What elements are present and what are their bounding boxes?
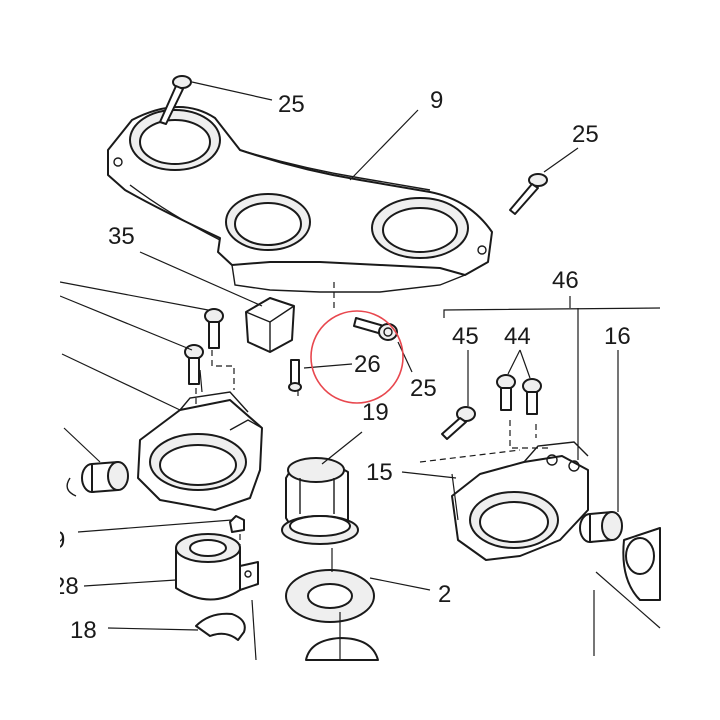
bracket-46 xyxy=(443,307,661,318)
callout-19: 19 xyxy=(362,399,389,426)
callout-25-highlight: 25 xyxy=(410,375,437,402)
callout-9: 9 xyxy=(430,87,443,114)
sleeve-28 xyxy=(175,533,259,601)
left-edge-crop xyxy=(0,0,60,720)
block-35 xyxy=(245,297,295,353)
callout-25-right: 25 xyxy=(572,121,599,148)
callout-2: 2 xyxy=(438,581,451,608)
callout-25-top: 25 xyxy=(278,91,305,118)
pin-small xyxy=(229,515,245,533)
clip-18 xyxy=(195,612,246,641)
bearing-19 xyxy=(281,457,359,545)
right-bushing xyxy=(579,511,623,543)
bolt-25-right xyxy=(509,173,548,215)
bolt-25-top xyxy=(159,75,192,125)
callout-18: 18 xyxy=(70,617,97,644)
washer-2 xyxy=(285,569,375,623)
highlight-circle xyxy=(310,310,404,404)
triple-clamp-upper xyxy=(107,106,493,293)
callout-15: 15 xyxy=(366,459,393,486)
callout-44: 44 xyxy=(504,323,531,350)
bolts-44 xyxy=(496,374,542,415)
bolt-45 xyxy=(441,406,476,440)
right-fork-clamp xyxy=(451,441,589,561)
screw-26 xyxy=(288,359,302,392)
callout-26: 26 xyxy=(354,351,381,378)
left-bolts xyxy=(184,308,224,385)
left-bushing xyxy=(66,461,129,497)
callout-45: 45 xyxy=(452,323,479,350)
lower-ring xyxy=(305,637,379,661)
callout-46: 46 xyxy=(552,267,579,294)
callout-16: 16 xyxy=(604,323,631,350)
callout-35: 35 xyxy=(108,223,135,250)
bolt-25-highlighted xyxy=(353,317,398,341)
fork-tube xyxy=(622,527,661,601)
left-fork-clamp xyxy=(137,391,263,511)
